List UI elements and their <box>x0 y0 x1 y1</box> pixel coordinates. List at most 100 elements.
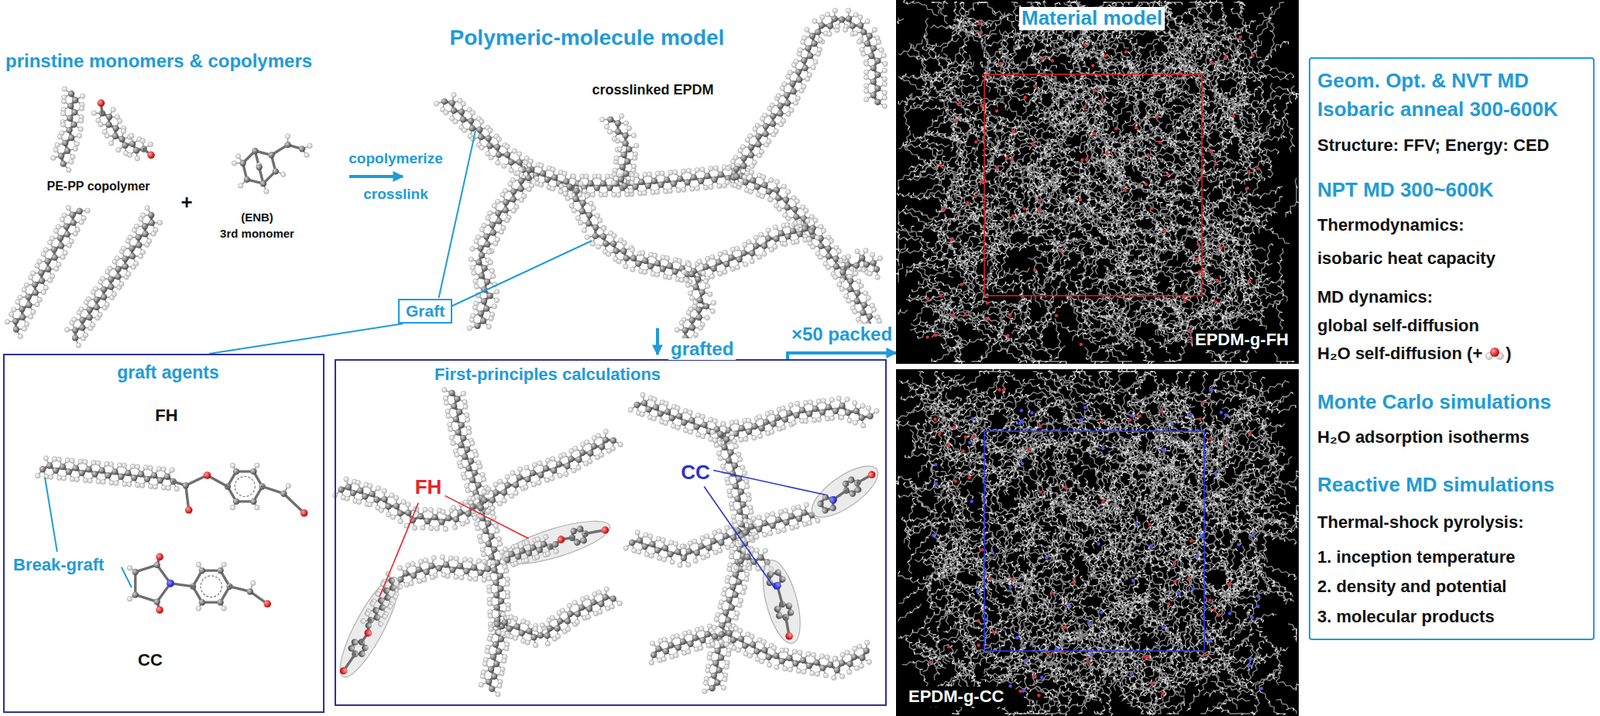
hydrogen-atom <box>43 247 49 253</box>
hydrogen-atom <box>307 143 313 148</box>
atom <box>239 160 246 167</box>
atom <box>12 318 19 325</box>
atom <box>874 71 881 78</box>
atom <box>64 147 71 155</box>
atom <box>72 326 79 334</box>
atom <box>453 415 460 423</box>
hydrogen-atom <box>789 107 794 113</box>
atom <box>870 92 877 99</box>
atom <box>610 240 617 248</box>
atom <box>870 259 877 266</box>
leader-line <box>452 240 593 306</box>
atom <box>733 165 740 172</box>
hydrogen-atom <box>504 144 510 149</box>
hydrogen-atom <box>769 103 775 108</box>
polymer-backbone <box>452 393 503 690</box>
hydrogen-atom <box>109 140 114 146</box>
atom <box>740 162 747 169</box>
atom <box>448 390 455 397</box>
hydrogen-atom <box>464 412 470 418</box>
atom <box>497 573 504 580</box>
hydrogen-atom <box>92 286 98 292</box>
atom <box>587 180 594 187</box>
hydrogen-atom <box>626 125 632 131</box>
hydrogen-atom <box>806 236 811 242</box>
atom <box>614 120 622 127</box>
hydrogen-atom <box>785 222 790 227</box>
atom <box>460 116 467 123</box>
hydrogen-atom <box>631 164 636 169</box>
atom <box>860 28 867 35</box>
hydrogen-atom <box>597 218 602 224</box>
hydrogen-atom <box>793 58 799 64</box>
atom <box>104 472 111 479</box>
hydrogen-atom <box>231 161 237 166</box>
hydrogen-atom <box>61 86 67 92</box>
atom <box>38 278 45 285</box>
hydrogen-atom <box>87 478 93 484</box>
atom <box>776 103 783 110</box>
hydrogen-atom <box>710 254 715 260</box>
hydrogen-atom <box>17 333 23 339</box>
hydrogen-atom <box>862 291 868 296</box>
hydrogen-atom <box>57 134 62 140</box>
hydrogen-atom <box>85 208 90 213</box>
atom <box>487 553 495 560</box>
atom <box>607 116 614 123</box>
atom <box>762 130 769 138</box>
hydrogen-atom <box>51 155 56 161</box>
hydrogen-atom <box>642 269 648 275</box>
atom <box>457 442 464 449</box>
hydrogen-atom <box>72 146 78 152</box>
atom <box>247 588 254 595</box>
hydrogen-atom <box>494 289 500 295</box>
hydrogen-atom <box>463 404 468 409</box>
hydrogen-atom <box>489 268 495 274</box>
hydrogen-atom <box>61 476 66 481</box>
atom <box>154 598 161 605</box>
atom <box>624 157 631 165</box>
atom <box>300 509 309 518</box>
atom <box>600 180 607 187</box>
atom <box>147 151 155 159</box>
atom <box>124 470 131 477</box>
atom <box>874 99 881 106</box>
atom <box>69 211 76 218</box>
hydrogen-atom <box>169 467 175 473</box>
atom <box>478 272 485 279</box>
hydrogen-atom <box>843 294 849 299</box>
hydrogen-atom <box>872 27 877 32</box>
atom <box>847 285 854 292</box>
hydrogen-atom <box>443 109 449 115</box>
atom <box>477 244 484 251</box>
atom <box>622 254 629 261</box>
atom <box>666 262 673 269</box>
hydrogen-atom <box>460 391 466 396</box>
atom <box>475 259 482 266</box>
hydrogen-atom <box>550 186 556 192</box>
hydrogen-atom <box>817 254 823 260</box>
atom <box>255 164 262 171</box>
hydrogen-atom <box>694 167 700 172</box>
hydrogen-atom <box>722 269 728 275</box>
hydrogen-atom <box>674 327 680 333</box>
hydrogen-atom <box>484 648 490 654</box>
hydrogen-atom <box>632 151 638 157</box>
hydrogen-atom <box>461 127 467 133</box>
hydrogen-atom <box>599 116 605 122</box>
hydrogen-atom <box>135 483 141 488</box>
atom <box>784 99 791 107</box>
atom <box>715 258 722 265</box>
hydrogen-atom <box>153 227 158 233</box>
hydrogen-atom <box>801 84 807 90</box>
atom <box>654 260 661 267</box>
atom <box>769 120 776 128</box>
atom <box>465 465 472 472</box>
hydrogen-atom <box>81 216 86 221</box>
hydrogen-atom <box>82 460 88 465</box>
hydrogen-atom <box>497 683 502 689</box>
hydrogen-atom <box>861 51 866 56</box>
hydrogen-atom <box>454 452 460 457</box>
hydrogen-atom <box>666 274 672 280</box>
atom <box>91 470 98 478</box>
